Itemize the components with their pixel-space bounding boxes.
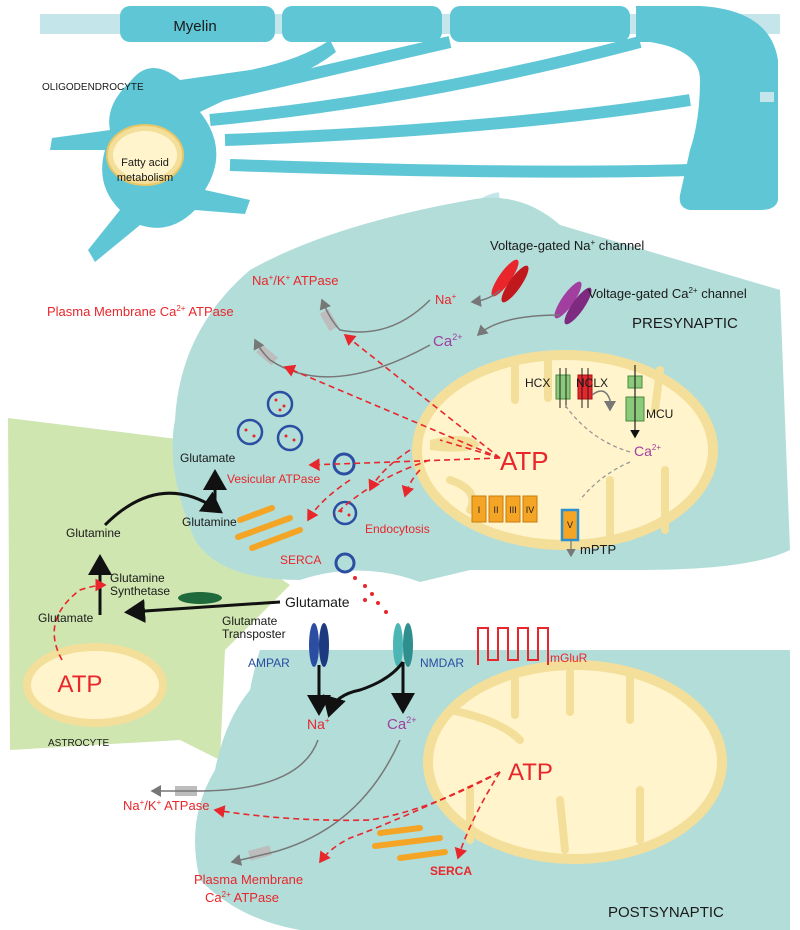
- fatty-acid-label-line2: metabolism: [117, 172, 173, 184]
- ampar-label: AMPAR: [248, 656, 290, 670]
- electron-transport-chain: [471, 495, 538, 523]
- nmdar-label: NMDAR: [420, 656, 464, 670]
- glutamine-astrocyte-label: Glutamine: [66, 526, 121, 540]
- nak-atpase-label-top: Na+/K+ ATPase: [252, 273, 338, 288]
- nak-atpase-presynaptic: [319, 308, 339, 332]
- astrocyte-label: ASTROCYTE: [48, 738, 109, 749]
- vg-na-channel-label: Voltage-gated Na+ channel: [490, 238, 644, 253]
- glutamate-transporter-label-2: Transposter: [222, 627, 286, 641]
- glutamine-synthetase-label-1: Glutamine: [110, 571, 165, 585]
- nak-atpase-label-bottom: Na+/K+ ATPase: [123, 798, 209, 813]
- pmca-label-bottom-2: Ca2+ ATPase: [205, 890, 279, 905]
- complex-ii-label: II: [493, 505, 498, 515]
- postsynaptic-mitochondrion: [423, 660, 727, 864]
- atp-presynaptic: ATP: [500, 446, 549, 476]
- glutamine-presynaptic-label: Glutamine: [182, 515, 237, 529]
- atp-astrocyte: ATP: [58, 671, 103, 698]
- astrocyte-mitochondrion: [23, 643, 167, 727]
- endocytosis-label: Endocytosis: [365, 522, 430, 536]
- glutamate-uptake-arrow: [124, 599, 281, 623]
- mcu-uniporter: [625, 365, 645, 439]
- glutamate-transporter: [178, 592, 222, 604]
- mglur-label: mGluR: [550, 651, 588, 665]
- presynaptic-atp-flux-arrows: [283, 334, 501, 522]
- pmca-label-top: Plasma Membrane Ca2+ ATPase: [47, 304, 234, 319]
- atp-synthase-complex-v: [560, 508, 580, 542]
- hcx-exchanger: [555, 368, 571, 408]
- nmdar-receptor: [393, 623, 413, 667]
- glutamine-synthetase-label-2: Synthetase: [110, 584, 170, 598]
- mcu-label: MCU: [646, 407, 673, 421]
- voltage-gated-na-channel: [491, 259, 529, 303]
- mglur-receptor: [477, 627, 549, 665]
- glutamine-transfer-arrow: [103, 491, 223, 527]
- na-ion-postsynaptic: Na+: [307, 716, 330, 732]
- postsynaptic-atp-flux-arrows: [213, 771, 501, 864]
- oligodendrocyte-label: OLIGODENDROCYTE: [42, 82, 144, 93]
- fatty-acid-label-line1: Fatty acid: [121, 157, 169, 169]
- glutamate-astrocyte-label: Glutamate: [38, 611, 94, 625]
- nclx-exchanger: [577, 368, 593, 408]
- er-presynaptic: [235, 505, 303, 551]
- glutamate-cleft-label: Glutamate: [285, 594, 350, 610]
- glutamate-vesicles: [236, 390, 358, 574]
- vesicular-atpase-label: Vesicular ATPase: [227, 472, 320, 486]
- ca-ion-presynaptic: Ca2+: [433, 332, 462, 350]
- oligodendrocyte-cell: [50, 36, 691, 262]
- ampar-receptor: [309, 623, 329, 667]
- vg-ca-channel-label: Voltage-gated Ca2+ channel: [588, 286, 747, 301]
- myelin-label: Myelin: [173, 18, 216, 35]
- serca-presynaptic-label: SERCA: [280, 553, 321, 567]
- voltage-gated-ca-channel: [554, 281, 592, 325]
- postsynaptic-label: POSTSYNAPTIC: [608, 904, 724, 921]
- presynaptic-label: PRESYNAPTIC: [632, 315, 738, 332]
- glutamate-release-dots: [353, 576, 388, 614]
- complex-v-label: V: [567, 520, 573, 530]
- serca-postsynaptic-label: SERCA: [430, 864, 472, 878]
- glutamate-vesicle-label: Glutamate: [180, 451, 236, 465]
- na-ion-presynaptic: Na+: [435, 292, 457, 307]
- complex-i-label: I: [478, 505, 481, 515]
- atp-postsynaptic: ATP: [508, 759, 553, 786]
- astro-atp-arrow: [53, 578, 107, 661]
- hcx-label: HCX: [525, 376, 550, 390]
- complex-iii-label: III: [509, 505, 517, 515]
- glutamate-transporter-label-1: Glutamate: [222, 614, 278, 628]
- myelin-sheath: [40, 6, 780, 241]
- ca-ion-postsynaptic: Ca2+: [387, 715, 416, 733]
- complex-iv-label: IV: [526, 505, 535, 515]
- er-postsynaptic: [372, 825, 448, 861]
- pmca-label-bottom-1: Plasma Membrane: [194, 872, 303, 887]
- mptp-label: mPTP: [580, 542, 616, 557]
- nclx-label: NCLX: [576, 376, 608, 390]
- ca-ion-mitochondria: Ca2+: [634, 443, 661, 459]
